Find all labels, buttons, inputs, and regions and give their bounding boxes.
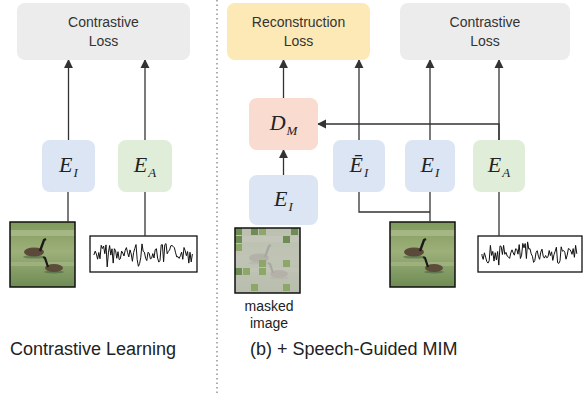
symbol-letter: E <box>488 152 501 177</box>
decoder-box: DM <box>249 98 318 150</box>
symbol-subscript: I <box>364 165 368 180</box>
symbol-subscript: A <box>148 165 156 180</box>
image-patch <box>283 284 290 291</box>
unmasked-patches <box>235 228 298 291</box>
flow-arrow <box>358 60 359 140</box>
symbol-subscript: A <box>502 165 510 180</box>
image-patch <box>251 228 258 235</box>
image-patch <box>283 236 290 243</box>
image-patch <box>259 260 266 267</box>
symbol-text: EI <box>421 152 440 181</box>
masked-photo <box>235 228 300 293</box>
panel-caption: (b) + Speech-Guided MIM <box>250 339 458 360</box>
symbol-text: DM <box>270 110 298 139</box>
image-patch <box>291 228 298 235</box>
flow-arrow <box>144 60 145 140</box>
image-caption: masked image <box>236 298 302 332</box>
audio-encoder: EA <box>473 140 525 192</box>
flow-arrow <box>318 124 499 140</box>
symbol-subscript: M <box>287 123 298 138</box>
image-patch <box>243 268 250 275</box>
momentum-encoder: ĒI <box>333 140 385 192</box>
panel-caption: Contrastive Learning <box>10 339 176 360</box>
symbol-letter: E <box>274 186 287 211</box>
symbol-text: EA <box>488 152 510 181</box>
symbol-text: EI <box>274 186 293 215</box>
image-encoder: EI <box>405 140 455 192</box>
flow-arrow <box>429 60 430 140</box>
image-patch <box>235 244 242 251</box>
contrastive-loss: Contrastive Loss <box>17 3 190 60</box>
symbol-text: EI <box>59 152 78 181</box>
loss-label: Contrastive Loss <box>68 13 139 49</box>
photo-left <box>10 222 75 287</box>
reconstruction-loss: Reconstruction Loss <box>227 3 370 60</box>
panel-divider <box>216 0 217 396</box>
symbol-subscript: I <box>435 165 439 180</box>
symbol-text: ĒI <box>350 152 369 181</box>
waveform-right <box>478 236 582 272</box>
symbol-text: EA <box>134 152 156 181</box>
flow-arrow <box>68 60 69 140</box>
image-patch <box>259 228 266 235</box>
symbol-letter: E <box>134 152 147 177</box>
image-patch <box>235 236 242 243</box>
symbol-subscript: I <box>289 199 293 214</box>
symbol-subscript: I <box>74 165 78 180</box>
image-patch <box>235 236 242 243</box>
contrastive-loss: Contrastive Loss <box>400 3 570 60</box>
image-patch <box>235 268 242 275</box>
loss-label: Contrastive Loss <box>450 13 521 49</box>
loss-label: Reconstruction Loss <box>252 13 345 49</box>
symbol-letter: D <box>270 110 286 135</box>
image-encoder: EI <box>42 140 95 192</box>
symbol-letter: Ē <box>350 152 363 177</box>
waveform-left <box>90 236 197 272</box>
audio-encoder: EA <box>118 140 172 192</box>
image-patch <box>251 228 258 235</box>
image-patch <box>251 284 258 291</box>
image-patch <box>259 268 266 275</box>
flow-arrow <box>283 150 284 175</box>
image-encoder: EI <box>249 175 318 225</box>
symbol-letter: E <box>59 152 72 177</box>
photo-right <box>390 222 455 287</box>
image-patch <box>283 260 290 267</box>
symbol-letter: E <box>421 152 434 177</box>
image-patch <box>235 228 242 235</box>
flow-arrow <box>283 60 284 98</box>
